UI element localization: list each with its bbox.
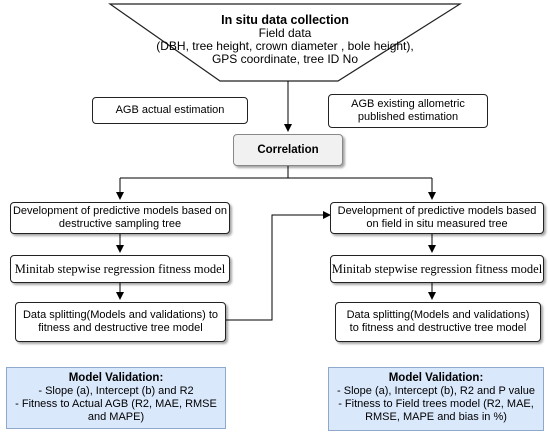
right-validation-line: - Fitness to Field trees model (R2, MAE, (338, 398, 534, 410)
right-splitting-box: Data splitting(Models and validations) t… (335, 302, 541, 342)
left-validation-title: Model Validation: (68, 372, 164, 384)
right-models-label: Development of predictive models based o… (337, 205, 537, 230)
left-splitting-label: Data splitting(Models and validations) t… (22, 309, 219, 334)
agb-actual-box: AGB actual estimation (92, 97, 248, 124)
right-models-box: Development of predictive models based o… (330, 202, 544, 234)
correlation-label: Correlation (257, 143, 319, 156)
left-splitting-box: Data splitting(Models and validations) t… (15, 302, 226, 342)
left-minitab-label: Minitab stepwise regression fitness mode… (14, 261, 226, 276)
right-validation-line: - Slope (a), Intercept (b), R2 and P val… (337, 385, 535, 397)
right-validation-line: RMSE, MAPE and bias in %) (365, 411, 507, 423)
header-trapezoid (108, 3, 463, 82)
right-validation-title: Model Validation: (388, 372, 484, 384)
header-line-1: Field data (258, 26, 312, 40)
correlation-box: Correlation (233, 134, 343, 166)
agb-existing-label: AGB existing allometric published estima… (351, 98, 465, 123)
right-minitab-label: Minitab stepwise regression fitness mode… (331, 261, 543, 276)
left-validation-line: - Fitness to Actual AGB (R2, MAE, RMSE (15, 398, 217, 410)
left-minitab-box: Minitab stepwise regression fitness mode… (10, 255, 230, 283)
right-minitab-box: Minitab stepwise regression fitness mode… (330, 255, 544, 283)
right-splitting-label: Data splitting(Models and validations) t… (346, 309, 530, 334)
left-validation-line: and MAPE) (87, 411, 145, 423)
agb-existing-box: AGB existing allometric published estima… (328, 94, 488, 128)
right-validation-box: Model Validation: - Slope (a), Intercept… (328, 367, 544, 431)
header-line-3: GPS coordinate, tree ID No (211, 52, 359, 66)
agb-actual-label: AGB actual estimation (115, 104, 225, 116)
left-models-label: Development of predictive models based o… (12, 205, 227, 230)
left-validation-box: Model Validation: - Slope (a), Intercept… (6, 367, 226, 429)
left-models-box: Development of predictive models based o… (10, 202, 230, 234)
header-text: In situ data collection Field data (DBH,… (120, 14, 450, 66)
header-title: In situ data collection (221, 13, 349, 27)
header-line-2: (DBH, tree height, crown diameter , bole… (156, 39, 414, 53)
left-validation-line: - Slope (a), Intercept (b) and R2 (38, 385, 194, 397)
